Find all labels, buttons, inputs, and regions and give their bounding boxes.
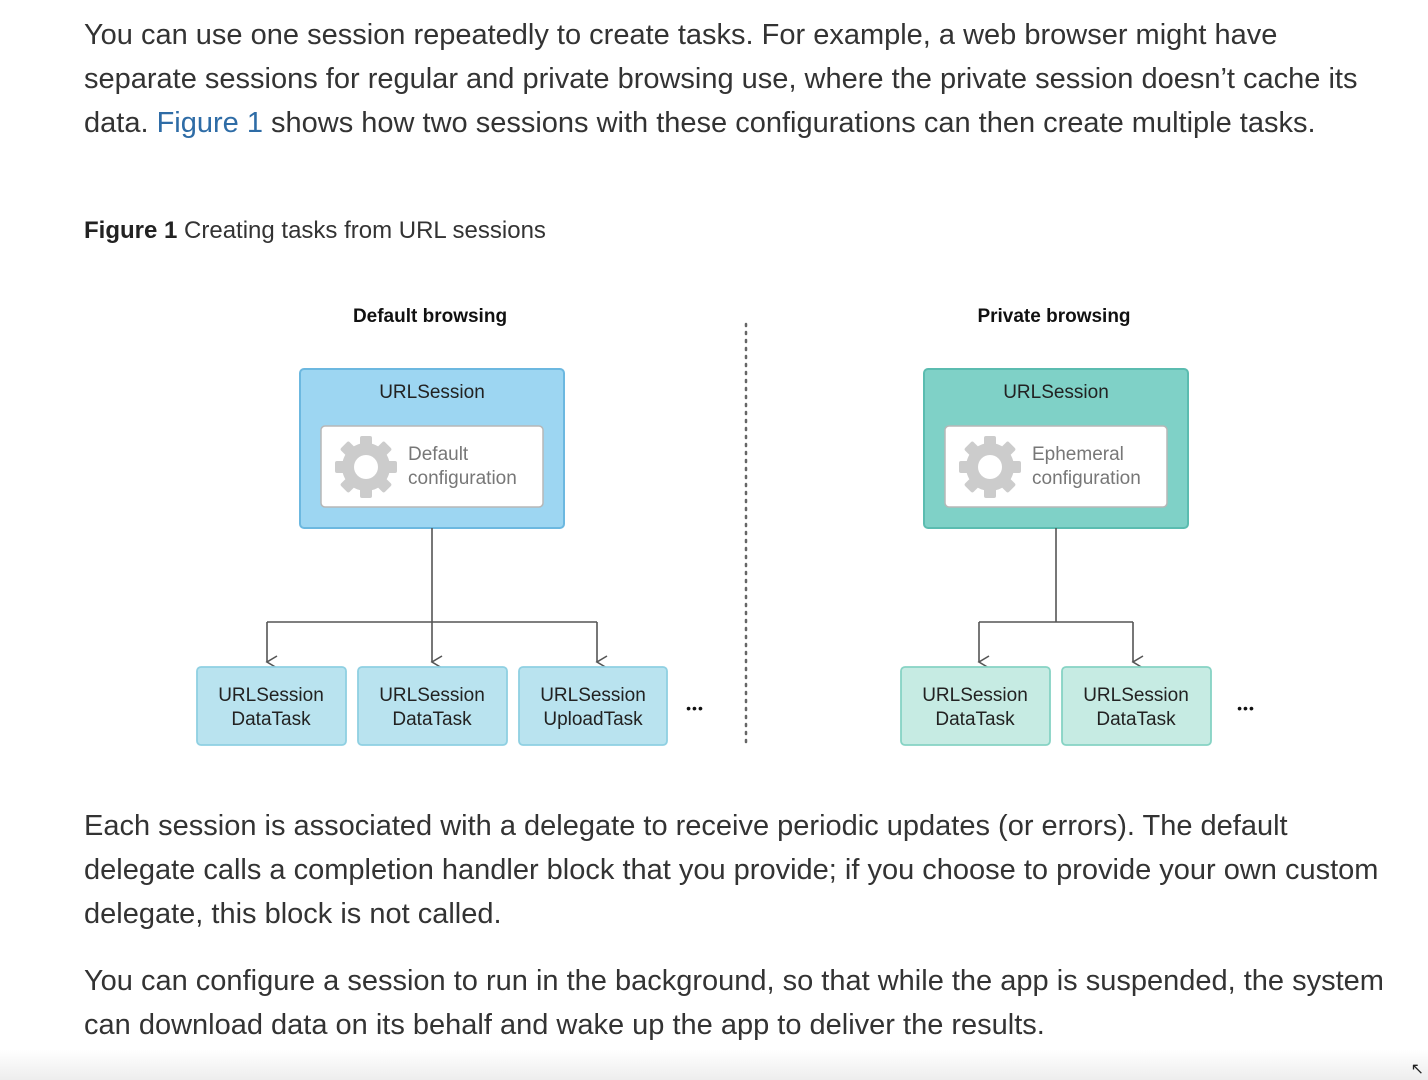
figure-caption-label: Figure 1 — [84, 217, 178, 244]
task-label-line1: URLSession — [540, 685, 646, 706]
default-more-tasks-ellipsis: ••• — [686, 700, 704, 716]
private-task-box: URLSession DataTask — [1061, 666, 1212, 746]
private-task-box: URLSession DataTask — [900, 666, 1051, 746]
private-url-session-label: URLSession — [1003, 382, 1109, 403]
figure-caption: Figure 1 Creating tasks from URL session… — [84, 214, 546, 248]
default-connector-lines — [265, 528, 608, 669]
default-task-box: URLSession DataTask — [357, 666, 508, 746]
default-task-box: URLSession DataTask — [196, 666, 347, 746]
delegate-paragraph: Each session is associated with a delega… — [84, 810, 1379, 930]
task-label-line2: DataTask — [392, 709, 472, 730]
intro-paragraph: You can use one session repeatedly to cr… — [84, 13, 1384, 145]
private-browsing-heading: Private browsing — [977, 306, 1130, 327]
task-label-line2: UploadTask — [543, 709, 643, 730]
private-more-tasks-ellipsis: ••• — [1237, 700, 1255, 716]
task-label-line1: URLSession — [379, 685, 485, 706]
task-label-line1: URLSession — [922, 685, 1028, 706]
task-label-line2: DataTask — [935, 709, 1015, 730]
private-config-label-line1: Ephemeral — [1032, 444, 1124, 465]
default-config-label-line1: Default — [408, 444, 469, 465]
default-config-label-line2: configuration — [408, 468, 517, 489]
task-label-line1: URLSession — [1083, 685, 1189, 706]
default-url-session-label: URLSession — [379, 382, 485, 403]
intro-text-start: You can use one session repeatedly to cr… — [84, 19, 1358, 139]
gear-icon — [335, 436, 397, 498]
resize-cursor-icon: ↖ — [1410, 1061, 1424, 1078]
bottom-fade-bar: ↖ — [0, 1050, 1428, 1080]
private-config-label-line2: configuration — [1032, 468, 1141, 489]
gear-icon — [959, 436, 1021, 498]
intro-text-end: shows how two sessions with these config… — [262, 107, 1316, 139]
default-browsing-heading: Default browsing — [353, 306, 507, 327]
background-session-paragraph: You can configure a session to run in th… — [84, 965, 1384, 1041]
figure-caption-text: Creating tasks from URL sessions — [184, 217, 546, 244]
default-task-box: URLSession UploadTask — [518, 666, 668, 746]
figure-1-link[interactable]: Figure 1 — [156, 107, 263, 139]
task-label-line1: URLSession — [218, 685, 324, 706]
url-session-diagram: Default browsing URLSession Default conf… — [196, 306, 1255, 746]
private-connector-lines — [977, 528, 1144, 669]
task-label-line2: DataTask — [231, 709, 311, 730]
task-label-line2: DataTask — [1096, 709, 1176, 730]
